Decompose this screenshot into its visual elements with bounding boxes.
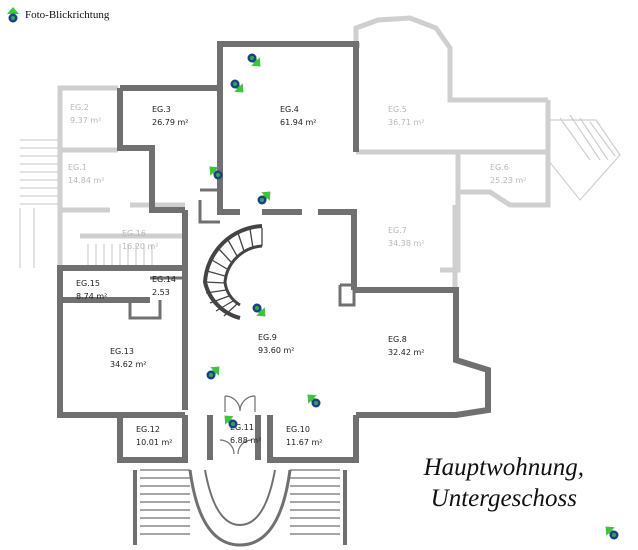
room-eg16-name: EG.16 <box>122 229 146 238</box>
camera-direction-icon <box>257 191 271 205</box>
camera-direction-icon <box>307 394 321 408</box>
entrance-doors <box>219 395 256 455</box>
room-eg15-name: EG.15 <box>76 279 100 288</box>
room-eg12-name: EG.12 <box>136 425 160 434</box>
room-eg8-name: EG.8 <box>388 335 407 344</box>
room-eg15-area: 8.74 m² <box>76 292 107 301</box>
room-eg10-area: 11.67 m² <box>286 438 322 447</box>
room-eg9-area: 93.60 m² <box>258 346 294 355</box>
room-eg1-name: EG.1 <box>68 163 87 172</box>
caption-line-2: Untergeschoss <box>430 485 577 512</box>
camera-direction-icon <box>209 166 223 180</box>
room-eg4-area: 61.94 m² <box>280 118 316 127</box>
room-eg1-area: 14.84 m² <box>68 176 104 185</box>
room-eg11-name: EG.11 <box>230 423 254 432</box>
room-eg7-area: 34.38 m² <box>388 239 424 248</box>
room-eg2-area: 9.37 m² <box>70 116 101 125</box>
faded-stairs <box>19 114 621 268</box>
room-eg16-area: 16.20 m² <box>122 242 158 251</box>
camera-direction-icon <box>247 53 261 67</box>
room-eg5-name: EG.5 <box>388 105 407 114</box>
camera-direction-icon <box>252 303 266 317</box>
room-eg8-area: 32.42 m² <box>388 348 424 357</box>
room-eg3-name: EG.3 <box>152 105 171 114</box>
room-eg11-area: 6.88 m² <box>230 436 261 445</box>
room-eg10-name: EG.10 <box>286 425 310 434</box>
room-eg6-name: EG.6 <box>490 163 509 172</box>
room-eg3-area: 26.79 m² <box>152 118 188 127</box>
camera-direction-icon <box>224 415 238 429</box>
room-eg14-name: EG.14 <box>152 275 176 284</box>
room-eg13-area: 34.62 m² <box>110 360 146 369</box>
main-walls <box>57 41 491 463</box>
room-eg7-name: EG.7 <box>388 226 407 235</box>
room-eg14-area: 2.53 <box>152 288 170 297</box>
legend-label: Foto-Blickrichtung <box>25 9 110 21</box>
thin-walls <box>128 188 356 320</box>
room-eg12-area: 10.01 m² <box>136 438 172 447</box>
camera-direction-icon <box>7 7 19 23</box>
caption-line-1: Hauptwohnung, <box>423 454 584 481</box>
room-eg2-name: EG.2 <box>70 103 89 112</box>
entrance-stairs <box>133 469 347 547</box>
room-eg5-area: 36.71 m² <box>388 118 424 127</box>
spiral-staircase <box>202 224 263 320</box>
camera-direction-icon <box>605 526 619 540</box>
plan-caption: Hauptwohnung, Untergeschoss <box>424 452 584 514</box>
room-eg9-name: EG.9 <box>258 333 277 342</box>
camera-direction-icon <box>206 366 220 380</box>
room-eg4-name: EG.4 <box>280 105 299 114</box>
room-eg13-name: EG.13 <box>110 347 134 356</box>
camera-direction-icon <box>230 79 244 93</box>
photo-direction-legend: Foto-Blickrichtung <box>6 7 109 23</box>
room-eg6-area: 25.23 m² <box>490 176 526 185</box>
